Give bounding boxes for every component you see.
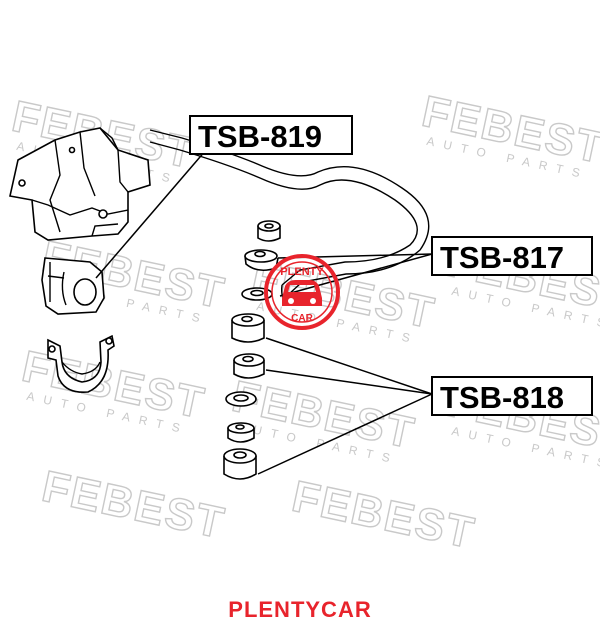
label-tsb-817: TSB-817 <box>431 236 593 276</box>
label-tsb-818: TSB-818 <box>431 376 593 416</box>
leader-lines <box>95 149 433 475</box>
link-bushing-stack <box>223 220 281 480</box>
link-bushing-8 <box>223 448 257 480</box>
label-text-tsb-817: TSB-817 <box>440 240 564 275</box>
link-bushing-1 <box>257 220 281 242</box>
link-bushing-2 <box>244 249 279 272</box>
bushing-tsb-819 <box>41 257 105 315</box>
label-box <box>189 115 353 155</box>
label-tsb-819: TSB-819 <box>189 115 353 155</box>
leader-tsb-818c <box>257 393 433 475</box>
stabilizer-bracket <box>9 127 151 241</box>
leader-tsb-819 <box>95 149 207 279</box>
stamp-car-icon <box>282 280 322 306</box>
watermark-brand: FEBEST <box>288 472 480 559</box>
leader-tsb-817a <box>279 253 433 297</box>
stamp-text-top: PLENTY <box>280 266 324 278</box>
plentycar-stamp: PLENTY CAR <box>264 254 340 330</box>
watermark-brand: FEBEST <box>38 462 230 549</box>
leader-tsb-818b <box>265 369 433 395</box>
label-text-tsb-818: TSB-818 <box>440 380 564 415</box>
link-bushing-6 <box>225 391 257 407</box>
leader-tsb-818a <box>265 337 433 395</box>
label-text-tsb-819: TSB-819 <box>198 119 322 154</box>
label-box <box>431 376 593 416</box>
link-bushing-7 <box>227 422 255 443</box>
bushing-clamp <box>47 334 115 393</box>
link-bushing-5 <box>233 353 265 379</box>
link-bushing-4 <box>231 313 265 343</box>
stamp-text-bottom: CAR <box>291 313 313 324</box>
footer-brand: PLENTYCAR <box>228 597 372 622</box>
label-box <box>431 236 593 276</box>
